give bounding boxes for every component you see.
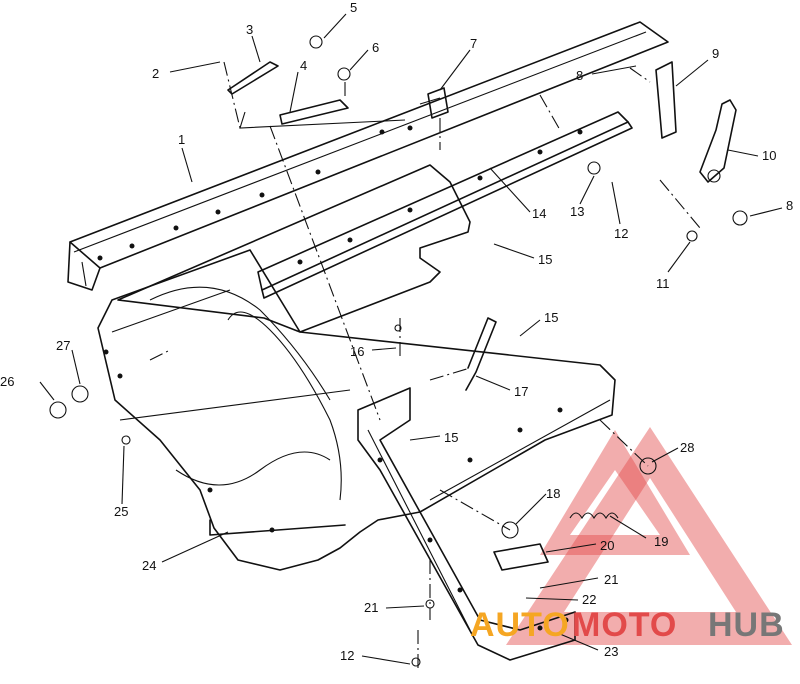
callout-19: 19: [654, 534, 668, 549]
callout-14: 14: [532, 206, 546, 221]
callout-labels: 1 2 3 4 5 6 7 8 9 10 8 11 12 13 14 15 15…: [0, 0, 793, 663]
callout-4: 4: [300, 58, 307, 73]
callout-1: 1: [178, 132, 185, 147]
watermark-triangle: [506, 427, 792, 645]
callout-2: 2: [152, 66, 159, 81]
callout-21b: 21: [364, 600, 378, 615]
leader-lines: [39, 13, 783, 665]
callout-17: 17: [514, 384, 528, 399]
part-23-lower-bracket: [357, 387, 576, 661]
callout-21a: 21: [604, 572, 618, 587]
callout-3: 3: [246, 22, 253, 37]
callout-15b: 15: [544, 310, 558, 325]
callout-24: 24: [142, 558, 156, 573]
watermark-hub: HUB: [708, 606, 785, 644]
callout-26: 26: [0, 374, 14, 389]
callout-5: 5: [350, 0, 357, 15]
callout-16: 16: [350, 344, 364, 359]
callout-23: 23: [604, 644, 618, 659]
callout-25: 25: [114, 504, 128, 519]
callout-8b: 8: [786, 198, 793, 213]
watermark-auto: AUTO: [470, 606, 570, 644]
callout-6: 6: [372, 40, 379, 55]
callout-20: 20: [600, 538, 614, 553]
callout-9: 9: [712, 46, 719, 61]
callout-8a: 8: [576, 68, 583, 83]
mounting-holes: [97, 125, 583, 631]
part-20-plate: [493, 543, 549, 571]
callout-28: 28: [680, 440, 694, 455]
callout-15a: 15: [538, 252, 552, 267]
callout-7: 7: [470, 36, 477, 51]
watermark-logo: [506, 427, 792, 645]
upper-panel: [117, 111, 471, 333]
part-7-hinge: [419, 87, 449, 119]
part-1-upper-rail: [67, 21, 669, 291]
callout-13: 13: [570, 204, 584, 219]
part-9-bracket: [655, 61, 677, 139]
part-10-latch: [699, 99, 737, 183]
part-3-strip: [227, 61, 279, 95]
callout-27: 27: [56, 338, 70, 353]
watermark-moto: MOTO: [572, 606, 677, 644]
assembly-lines: [149, 61, 701, 668]
callout-12a: 12: [614, 226, 628, 241]
part-14-mid-rail: [257, 111, 633, 299]
callout-12b: 12: [340, 648, 354, 663]
part-19-spring: [569, 512, 619, 520]
part-4-strip: [279, 99, 349, 125]
callout-10: 10: [762, 148, 776, 163]
callout-22: 22: [582, 592, 596, 607]
part-17-bracket: [465, 317, 497, 391]
watermark-text: AUTO MOTO HUB: [470, 606, 785, 644]
part-24-hood-body: [97, 249, 616, 571]
watermark-triangle-inner: [540, 430, 690, 555]
callout-15c: 15: [444, 430, 458, 445]
callout-11: 11: [656, 276, 670, 291]
callout-18: 18: [546, 486, 560, 501]
